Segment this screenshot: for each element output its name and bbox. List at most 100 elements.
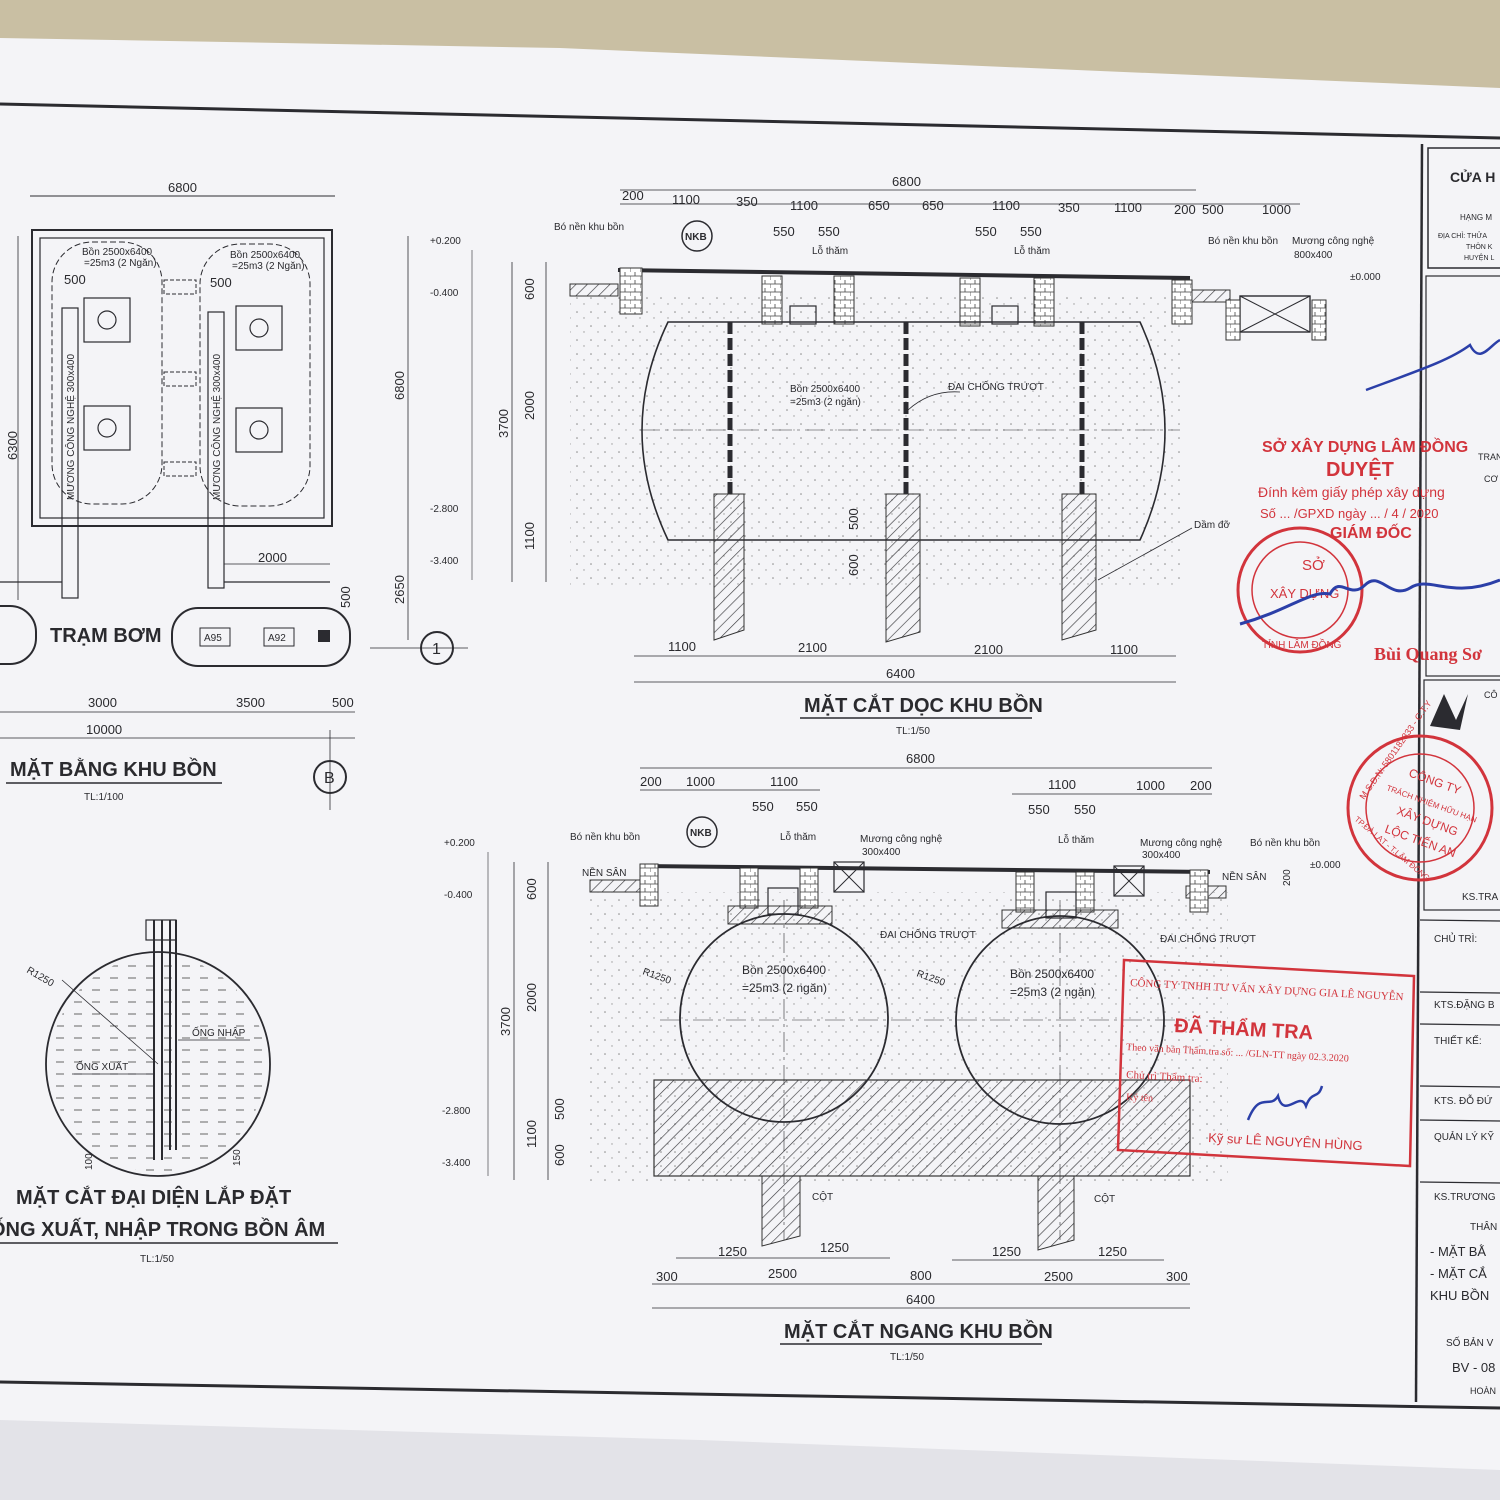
ls-dai: ĐAI CHỐNG TRƯỢT bbox=[948, 379, 1044, 393]
check-line2: Chủ trì Thẩm tra: bbox=[1126, 1069, 1203, 1085]
cs-lotham-1: Lỗ thăm bbox=[780, 830, 816, 843]
ls-lvm04: -0.400 bbox=[430, 288, 459, 299]
ls-dim-top-7: 1100 bbox=[992, 198, 1020, 213]
cs-b1-4: 1250 bbox=[1098, 1244, 1127, 1259]
cs-bonen2: Bó nền khu bồn bbox=[1250, 837, 1320, 849]
plan-d2650: 2650 bbox=[392, 575, 407, 604]
ls-bonen2: Bó nền khu bồn bbox=[1208, 235, 1278, 247]
cs-db-total: 6400 bbox=[906, 1292, 935, 1307]
ls-d550-4: 550 bbox=[1020, 224, 1042, 239]
cs-d550-4: 550 bbox=[1074, 802, 1096, 817]
cs-d550-2: 550 bbox=[796, 799, 818, 814]
cs-v3700: 3700 bbox=[498, 1007, 513, 1036]
plan-d3500: 3500 bbox=[236, 695, 265, 710]
cs-b2-4: 2500 bbox=[1044, 1269, 1073, 1284]
plan-d500c: 500 bbox=[338, 586, 353, 608]
duyet-line5: GIÁM ĐỐC bbox=[1330, 522, 1412, 542]
ls-tank: Bồn 2500x6400 bbox=[790, 383, 861, 395]
ls-tank-b: =25m3 (2 ngăn) bbox=[790, 397, 861, 408]
cs-tank1-b: =25m3 (2 ngăn) bbox=[742, 981, 827, 995]
tb-hoan: HOÀN bbox=[1470, 1386, 1496, 1396]
cs-nensan2: NỀN SÂN bbox=[1222, 870, 1266, 883]
ls-d550-2: 550 bbox=[818, 224, 840, 239]
tb-content1: - MẶT BẰ bbox=[1430, 1244, 1486, 1259]
cs-b1-1: 1250 bbox=[718, 1244, 747, 1259]
ls-lvp02: +0.200 bbox=[430, 236, 461, 247]
cs-dai2: ĐAI CHỐNG TRƯỢT bbox=[1160, 931, 1256, 945]
pump-label: TRẠM BƠM bbox=[50, 625, 161, 647]
cs-lv000: ±0.000 bbox=[1310, 860, 1341, 871]
ls-dim-top-2: 1100 bbox=[672, 192, 700, 207]
tb-row-line bbox=[1419, 1181, 1500, 1184]
cs-d550-3: 550 bbox=[1028, 802, 1050, 817]
cs-dim-total: 6800 bbox=[906, 751, 935, 766]
ls-v2000: 2000 bbox=[522, 391, 537, 420]
cs-dtl2: 1000 bbox=[686, 774, 715, 789]
tb-chu-tri: CHỦ TRÌ: bbox=[1434, 932, 1477, 945]
plan-d3000: 3000 bbox=[88, 695, 117, 710]
ls-dim-top-1: 200 bbox=[622, 188, 644, 203]
cs-title: MẶT CẮT NGANG KHU BỒN bbox=[784, 1319, 1053, 1343]
ls-bonen: Bó nền khu bồn bbox=[554, 221, 624, 233]
ls-dim-top-10: 200 bbox=[1174, 202, 1196, 217]
tb-hang-muc: HẠNG M bbox=[1460, 213, 1492, 222]
plan-channel2: MƯƠNG CÔNG NGHỆ 300x400 bbox=[210, 354, 223, 500]
detail-title1: MẶT CẮT ĐẠI DIỆN LẮP ĐẶT bbox=[16, 1185, 291, 1209]
tb-tran: TRAN bbox=[1478, 452, 1500, 462]
plan-dim-left: 6300 bbox=[5, 431, 20, 460]
plan-scale: TL:1/100 bbox=[84, 792, 124, 803]
cs-cot2: CỘT bbox=[1094, 1192, 1115, 1205]
seal-ring: TỈNH LÂM ĐỒNG bbox=[1262, 638, 1342, 651]
tb-so-ban-ve: SỐ BẢN V bbox=[1446, 1335, 1494, 1349]
cs-dai1: ĐAI CHỐNG TRƯỢT bbox=[880, 927, 976, 941]
tb-kts-do: KTS. ĐỖ ĐỨ bbox=[1434, 1094, 1493, 1107]
seal-center2: XÂY DỰNG bbox=[1270, 586, 1339, 601]
tb-row-line bbox=[1419, 919, 1500, 922]
duyet-signer: Bùi Quang Sơ bbox=[1374, 644, 1482, 664]
tb-row-line bbox=[1419, 991, 1500, 994]
ls-db4: 1100 bbox=[1110, 642, 1138, 657]
ls-db1: 1100 bbox=[668, 639, 696, 654]
axis-1: 1 bbox=[432, 641, 441, 658]
cs-v2000: 2000 bbox=[524, 983, 539, 1012]
ls-v600: 600 bbox=[522, 278, 537, 300]
plan-view: 6800 Bồn 2500x6400 =25m3 (2 Ngăn) Bồn 25… bbox=[0, 180, 468, 810]
plan-title: MẶT BẰNG KHU BỒN bbox=[10, 757, 217, 781]
ls-dim-total: 6800 bbox=[892, 174, 921, 189]
pump-a92: A92 bbox=[268, 633, 286, 644]
tb-row-line bbox=[1419, 1119, 1500, 1122]
cs-tank2: Bồn 2500x6400 bbox=[1010, 967, 1094, 981]
ls-dim-top-12: 1000 bbox=[1262, 202, 1291, 217]
plan-tank2-b: =25m3 (2 Ngăn) bbox=[232, 261, 305, 272]
ls-straps bbox=[727, 322, 1085, 498]
cs-b1-2: 1250 bbox=[820, 1240, 849, 1255]
tb-row-line bbox=[1419, 1085, 1500, 1088]
top-signature bbox=[1365, 338, 1500, 392]
cs-lvm34: -3.400 bbox=[442, 1158, 471, 1169]
cs-b2-5: 300 bbox=[1166, 1269, 1188, 1284]
ls-lvm28: -2.800 bbox=[430, 504, 459, 515]
cs-b2-1: 300 bbox=[656, 1269, 678, 1284]
cs-dtl1: 200 bbox=[640, 774, 662, 789]
pump-a95: A95 bbox=[204, 633, 222, 644]
cs-tank1: Bồn 2500x6400 bbox=[742, 963, 826, 977]
seal-center: SỞ bbox=[1302, 556, 1325, 574]
cs-lvp02: +0.200 bbox=[444, 838, 475, 849]
cs-bonen: Bó nền khu bồn bbox=[570, 831, 640, 843]
cs-scale: TL:1/50 bbox=[890, 1352, 924, 1363]
cs-v1100: 1100 bbox=[524, 1120, 539, 1148]
cs-lvm28: -2.800 bbox=[442, 1106, 471, 1117]
cs-muong2: Mương công nghệ bbox=[1140, 838, 1223, 849]
ls-dim-top-5: 650 bbox=[868, 198, 890, 213]
duyet-line4: Số ... /GPXD ngày ... / 4 / 2020 bbox=[1260, 506, 1438, 521]
ls-d550-3: 550 bbox=[975, 224, 997, 239]
cs-dtr2: 1000 bbox=[1136, 778, 1165, 793]
ls-d550-1: 550 bbox=[773, 224, 795, 239]
tb-co-short: CÔ bbox=[1484, 690, 1498, 700]
ls-damdo: Dầm đỡ bbox=[1194, 519, 1230, 531]
plan-d500d: 500 bbox=[332, 695, 354, 710]
ls-db2: 2100 bbox=[798, 640, 827, 655]
ls-title: MẶT CẮT DỌC KHU BỒN bbox=[804, 693, 1043, 717]
